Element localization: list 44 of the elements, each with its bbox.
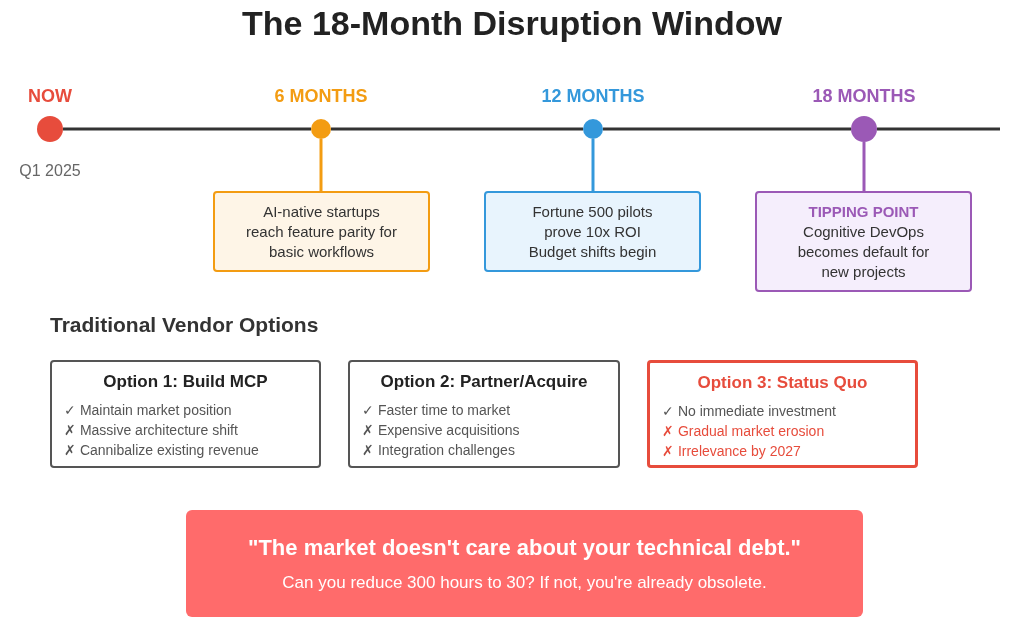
title: The 18-Month Disruption Window xyxy=(241,4,783,43)
option-card xyxy=(348,360,620,468)
milestone-dot xyxy=(583,119,603,139)
timeline-line xyxy=(331,127,583,131)
option-item: ✓ Maintain market position xyxy=(64,401,233,420)
box-text: Fortune 500 pilots prove 10x ROI xyxy=(531,201,654,242)
option-item: ✗ Cannibalize existing revenue xyxy=(64,441,260,460)
milestone-box xyxy=(484,191,701,272)
connector-line xyxy=(862,142,866,191)
milestone-box xyxy=(755,191,972,292)
box-text: AI-native startups reach feature parity for basic workflows xyxy=(245,201,398,262)
timeline-line xyxy=(877,127,1000,131)
date-label: Q1 2025 xyxy=(18,162,82,180)
box-text: Cognitive DevOps becomes default for new projects xyxy=(796,221,931,282)
milestone-label: 18 MONTHS xyxy=(811,86,917,107)
quote-text: "The market doesn't care about your technical debt." xyxy=(247,534,802,561)
milestone-label: 6 MONTHS xyxy=(273,86,369,107)
option-item: ✗ Irrelevance by 2027 xyxy=(662,442,802,461)
section-heading: Traditional Vendor Options xyxy=(50,313,319,337)
option-item: ✗ Expensive acquisitions xyxy=(362,421,521,440)
option-card xyxy=(647,360,918,468)
option-card xyxy=(50,360,321,468)
card-heading: Option 2: Partner/Acquire xyxy=(379,372,589,392)
quote-subtext: Can you reduce 300 hours to 30? If not, you're already obsolete. xyxy=(281,572,768,593)
box-text: Budget shifts begin xyxy=(527,241,658,262)
milestone-label: NOW xyxy=(27,86,73,107)
timeline-line xyxy=(603,127,851,131)
connector-line xyxy=(319,139,323,191)
timeline-line xyxy=(63,127,311,131)
option-item: ✓ No immediate investment xyxy=(662,402,837,421)
card-heading: Option 1: Build MCP xyxy=(102,372,269,392)
option-item: ✓ Faster time to market xyxy=(362,401,512,420)
milestone-box xyxy=(213,191,430,272)
connector-line xyxy=(591,139,595,191)
option-item: ✗ Integration challenges xyxy=(362,441,516,460)
milestone-dot xyxy=(37,116,63,142)
option-item: ✗ Massive architecture shift xyxy=(64,421,239,440)
milestone-dot xyxy=(311,119,331,139)
milestone-dot xyxy=(851,116,877,142)
quote-banner xyxy=(186,510,863,617)
card-heading: Option 3: Status Quo xyxy=(696,373,869,393)
milestone-label: 12 MONTHS xyxy=(540,86,646,107)
option-item: ✗ Gradual market erosion xyxy=(662,422,826,441)
box-heading: TIPPING POINT xyxy=(807,201,920,222)
